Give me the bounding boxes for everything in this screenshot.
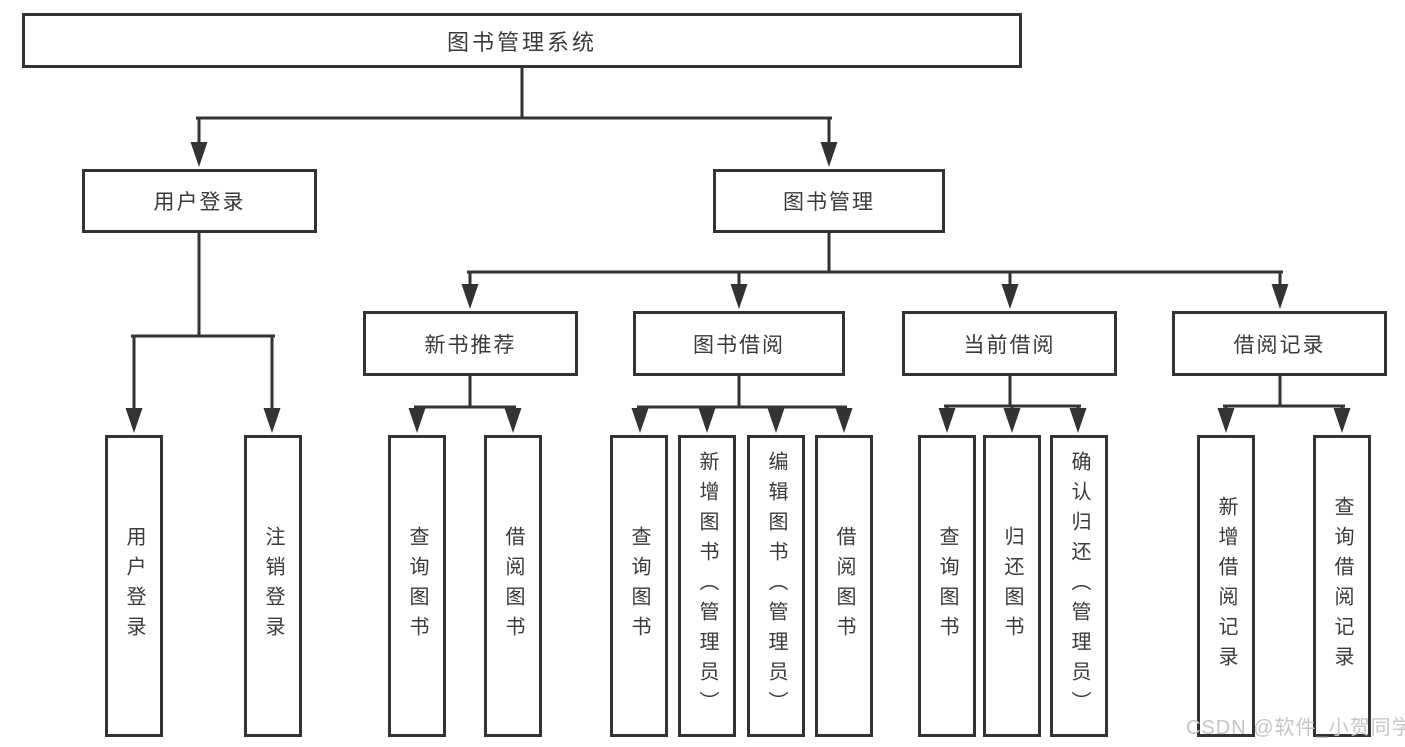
leaf-logout: 注销登录 <box>244 435 302 737</box>
leaf-add-borrow-record: 新增借阅记录 <box>1197 435 1255 737</box>
leaf-add-book-admin: 新增图书（管理员） <box>678 435 736 737</box>
node-new-book-recommend: 新书推荐 <box>363 311 578 376</box>
arrow-heads <box>125 142 1351 433</box>
leaf-label: 确认归还（管理员） <box>1068 451 1090 721</box>
node-label: 图书管理系统 <box>446 29 597 55</box>
leaf-label: 查询图书 <box>406 526 428 646</box>
connector-lines <box>131 66 1345 416</box>
leaf-label: 查询借阅记录 <box>1331 496 1353 676</box>
leaf-label: 借阅图书 <box>502 526 524 646</box>
node-book-borrowing: 图书借阅 <box>633 311 845 376</box>
leaf-query-book-current: 查询图书 <box>918 435 976 737</box>
leaf-label: 新增图书（管理员） <box>696 451 718 721</box>
node-label: 用户登录 <box>153 191 246 214</box>
leaf-label: 注销登录 <box>262 526 284 646</box>
leaf-user-login: 用户登录 <box>105 435 163 737</box>
leaf-borrow-book-recommend: 借阅图书 <box>484 435 542 737</box>
csdn-watermark: CSDN @软件_小贺同学 <box>1186 717 1405 739</box>
leaf-edit-book-admin: 编辑图书（管理员） <box>747 435 805 737</box>
node-label: 当前借阅 <box>963 333 1056 357</box>
node-borrowing-records: 借阅记录 <box>1172 311 1387 376</box>
leaf-confirm-return-admin: 确认归还（管理员） <box>1050 435 1108 737</box>
leaf-return-book: 归还图书 <box>983 435 1041 737</box>
node-library-management-system: 图书管理系统 <box>22 13 1022 68</box>
leaf-label: 用户登录 <box>123 526 145 646</box>
leaf-label: 新增借阅记录 <box>1215 496 1237 676</box>
leaf-label: 查询图书 <box>628 526 650 646</box>
leaf-label: 查询图书 <box>936 526 958 646</box>
node-label: 借阅记录 <box>1233 333 1326 357</box>
leaf-borrow-book: 借阅图书 <box>815 435 873 737</box>
node-label: 图书借阅 <box>693 333 785 357</box>
node-current-borrowing: 当前借阅 <box>902 311 1117 376</box>
node-book-management: 图书管理 <box>713 169 945 233</box>
node-label: 图书管理 <box>783 191 875 214</box>
leaf-query-book-borrowing: 查询图书 <box>610 435 668 737</box>
node-label: 新书推荐 <box>424 333 517 357</box>
leaf-label: 借阅图书 <box>833 526 855 646</box>
node-user-login: 用户登录 <box>82 169 317 233</box>
leaf-label: 归还图书 <box>1001 526 1023 646</box>
leaf-query-borrow-record: 查询借阅记录 <box>1313 435 1371 737</box>
leaf-query-book-recommend: 查询图书 <box>388 435 446 737</box>
leaf-label: 编辑图书（管理员） <box>765 451 787 721</box>
